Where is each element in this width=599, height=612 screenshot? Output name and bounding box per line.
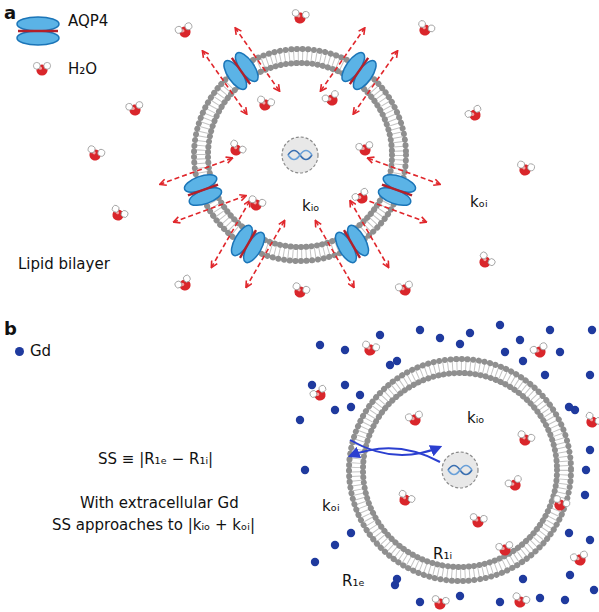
water-molecule xyxy=(582,411,599,431)
legend-swatch xyxy=(15,347,24,356)
panel-letter: b xyxy=(4,318,17,340)
water-molecule xyxy=(321,89,342,108)
aquaporin xyxy=(321,28,397,113)
rate-label: kᵢₒ xyxy=(467,409,485,427)
dna xyxy=(288,151,312,160)
dna xyxy=(448,466,472,475)
exchange-arrow xyxy=(350,440,440,455)
aquaporin xyxy=(203,28,279,113)
lipid-heads xyxy=(194,49,406,261)
annotation: SS ≡ |R₁ₑ − R₁ᵢ| xyxy=(98,450,213,468)
lipid-tails xyxy=(201,56,399,254)
aquaporin xyxy=(316,201,389,287)
dna xyxy=(448,466,472,475)
lipid-bilayer xyxy=(190,45,410,265)
water-molecule xyxy=(360,340,380,357)
legend-text: H₂O xyxy=(68,60,97,78)
water-molecule xyxy=(291,9,310,25)
legend-text: AQP4 xyxy=(68,12,108,30)
aquaporin xyxy=(354,158,439,222)
annotation: SS approaches to |kᵢₒ + kₒᵢ| xyxy=(52,516,255,534)
water-molecule xyxy=(395,489,416,509)
water-molecule xyxy=(415,19,436,38)
annotation: kₒᵢ xyxy=(322,497,340,515)
water-molecule xyxy=(504,474,525,493)
water-molecule xyxy=(255,95,275,112)
water-molecule xyxy=(246,195,267,213)
water-molecule xyxy=(510,592,531,610)
water-molecule xyxy=(108,204,129,224)
legend-text: Gd xyxy=(30,342,51,360)
water-molecule xyxy=(469,513,488,529)
water-molecule xyxy=(355,141,374,157)
aquaporin xyxy=(160,158,245,222)
water-molecule xyxy=(174,22,195,40)
water-molecule xyxy=(290,282,311,300)
nucleus xyxy=(282,137,318,173)
lipid-heads xyxy=(208,63,392,247)
water-molecule xyxy=(431,595,450,611)
water-molecule xyxy=(226,139,248,160)
lipid-tails xyxy=(356,366,564,574)
rate-label: kᵢₒ xyxy=(302,197,320,215)
lipid-heads xyxy=(349,359,571,581)
water-sample xyxy=(33,62,50,75)
annotation: With extracellular Gd xyxy=(80,494,239,512)
water-molecule xyxy=(475,251,497,272)
gd-ions xyxy=(296,321,598,606)
nucleus xyxy=(442,452,478,488)
annotation: Lipid bilayer xyxy=(18,255,110,273)
panel-letter: a xyxy=(4,2,16,24)
exchange-arrow xyxy=(350,448,440,462)
aquaporin xyxy=(212,201,285,287)
water-molecule xyxy=(351,187,372,207)
cell: kᵢₒ xyxy=(190,45,410,265)
annotation: R₁ₑ xyxy=(342,572,365,590)
water-molecule xyxy=(570,550,590,567)
dna xyxy=(288,151,312,160)
water-molecule xyxy=(125,101,144,117)
water-molecule xyxy=(464,104,485,124)
lipid-heads xyxy=(363,373,557,567)
water-molecule xyxy=(515,160,535,177)
water-molecule xyxy=(495,541,514,557)
water-molecule xyxy=(395,280,415,297)
annotation: kₒᵢ xyxy=(470,193,488,211)
aqp4-sample xyxy=(17,17,59,45)
water-molecule xyxy=(550,494,571,513)
water-molecule xyxy=(174,274,196,295)
water-molecule xyxy=(85,145,106,163)
water-molecule xyxy=(515,430,536,448)
cell: kᵢₒR₁ᵢ xyxy=(345,355,575,585)
water-molecule xyxy=(405,410,425,427)
rate-label: R₁ᵢ xyxy=(433,545,452,563)
lipid-bilayer xyxy=(345,355,575,585)
water-molecule xyxy=(529,342,550,360)
water-molecule xyxy=(309,384,330,404)
